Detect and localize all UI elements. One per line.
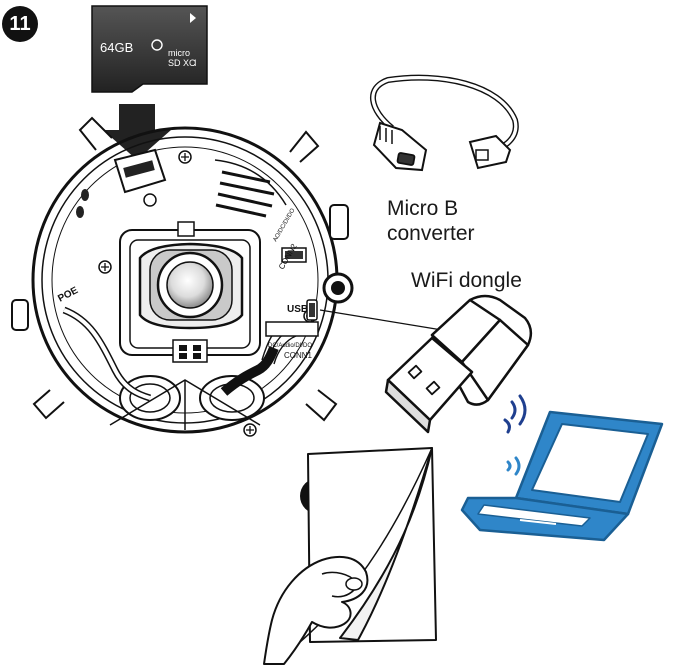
- micro-b-label-line1: Micro B: [387, 197, 459, 220]
- usb-label: USB: [287, 304, 308, 315]
- card-arrow-icon: [190, 13, 196, 23]
- camera-base: [11, 116, 354, 437]
- hand-illustration: [263, 555, 369, 665]
- wifi-dongle: [319, 294, 533, 434]
- step-11-badge: 11: [2, 6, 38, 42]
- microsd-card: 64GB micro SD XC I: [91, 5, 208, 93]
- wifi-dongle-label: WiFi dongle: [411, 269, 522, 292]
- laptop: [460, 410, 664, 542]
- class-circle-icon: [151, 39, 163, 51]
- sd-brand-label: micro: [168, 48, 190, 58]
- sd-class-label: SD XC: [168, 58, 196, 68]
- conn1-label: CONN1: [284, 351, 313, 360]
- wireless-signal-icon: [503, 394, 527, 476]
- insert-arrow-icon: [103, 104, 171, 160]
- micro-b-converter: [369, 74, 519, 172]
- sd-uhs-mark: I: [194, 58, 197, 68]
- conn2-caption: AO/DC/DI/DO: [273, 207, 297, 243]
- sd-capacity-label: 64GB: [100, 40, 133, 55]
- micro-b-label-line2: converter: [387, 222, 475, 245]
- conn1-caption: DC/Audio/DI/DO: [268, 343, 312, 349]
- micro-b-converter-label: Micro B converter: [387, 196, 475, 246]
- poe-label: POE: [56, 285, 80, 305]
